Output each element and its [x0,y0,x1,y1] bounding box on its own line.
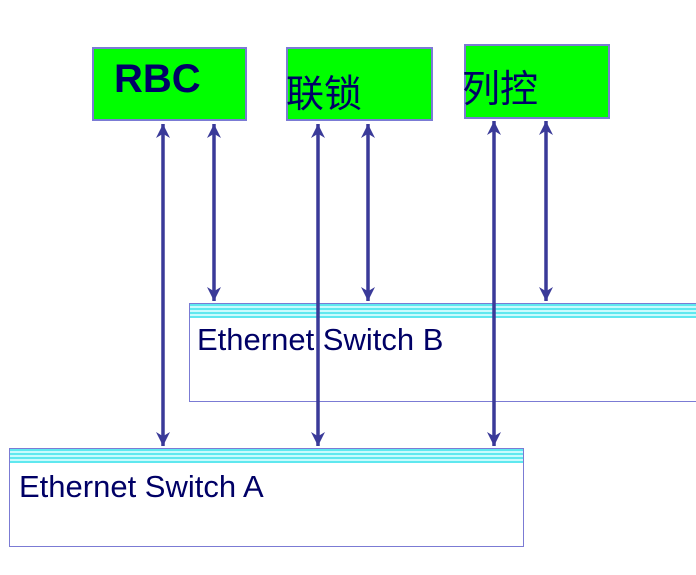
rbc-label: RBC [114,57,201,101]
switch-a-header-stripe [10,449,523,463]
switch-a-label: Ethernet Switch A [19,469,264,504]
interlock-label: 联锁 [286,72,363,116]
rbc-node: RBC [92,47,247,121]
ethernet-switch-a: Ethernet Switch A [9,448,524,547]
train-control-label: 列控 [462,67,539,111]
train-control-node: 列控 [462,44,610,119]
interlock-node: 联锁 [286,47,433,121]
